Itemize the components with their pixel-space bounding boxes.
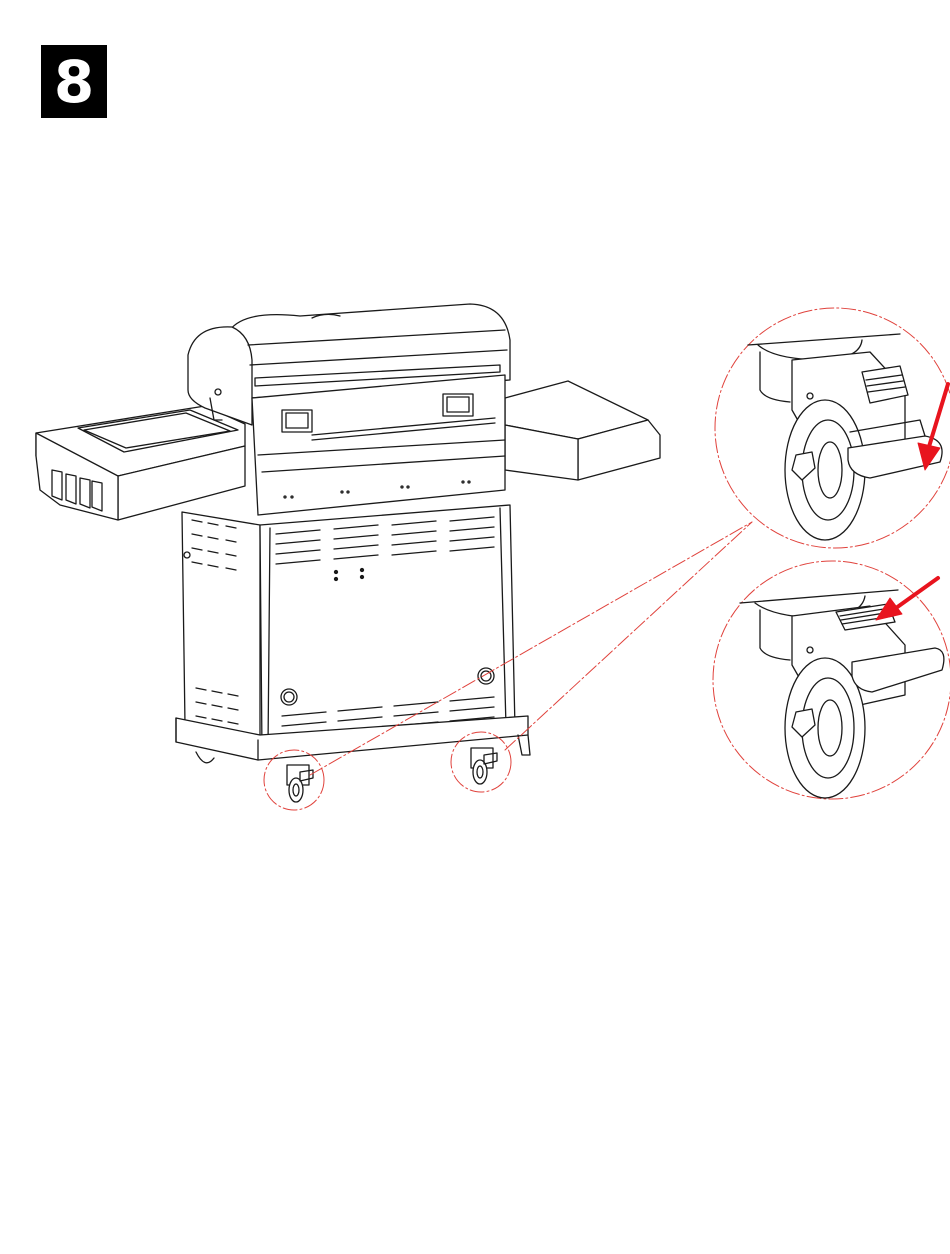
caster-detail-unlocked bbox=[748, 334, 942, 540]
front-right-caster bbox=[471, 748, 497, 784]
arrow-icon bbox=[876, 578, 938, 620]
firebox-back bbox=[252, 375, 505, 515]
rear-left-caster bbox=[196, 752, 214, 763]
grill-illustration bbox=[36, 304, 660, 802]
cart-cabinet bbox=[182, 505, 515, 752]
right-side-shelf bbox=[505, 381, 660, 480]
front-left-caster bbox=[287, 765, 313, 802]
left-side-shelf bbox=[36, 406, 245, 520]
